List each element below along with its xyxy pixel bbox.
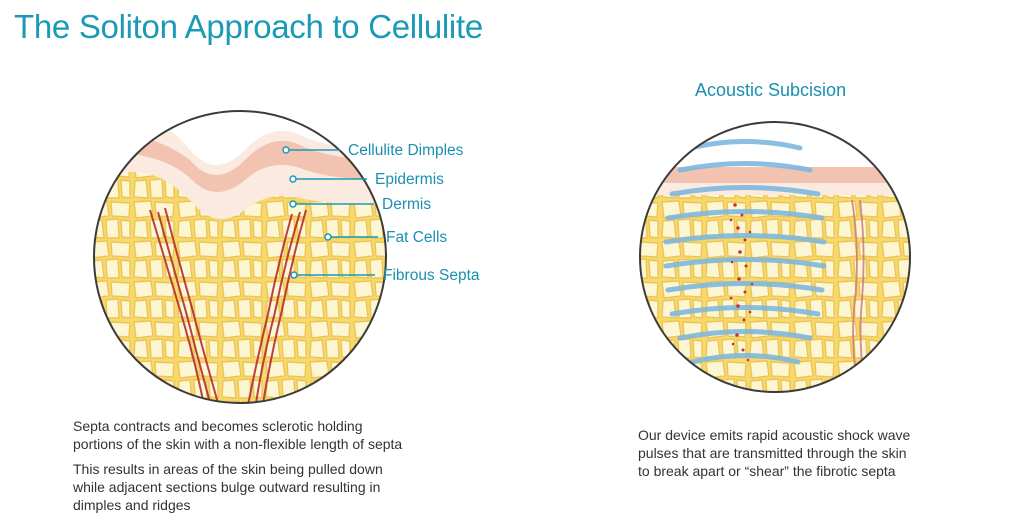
callout-lines — [286, 149, 378, 276]
left-caption-1: Septa contracts and becomes sclerotic ho… — [73, 418, 403, 452]
label-fat-cells: Fat Cells — [386, 229, 448, 246]
acoustic-waves — [663, 139, 827, 365]
callout-dots — [282, 146, 332, 279]
fibrous-septa — [149, 207, 307, 403]
label-dermis: Dermis — [382, 196, 432, 213]
left-caption-2: This results in areas of the skin being … — [73, 461, 383, 513]
epidermis-layer — [94, 131, 386, 192]
label-fibrous-septa: Fibrous Septa — [383, 267, 480, 284]
right-skin-diagram — [640, 122, 910, 392]
label-cellulite-dimples: Cellulite Dimples — [348, 142, 464, 159]
acoustic-subcision-heading: Acoustic Subcision — [695, 80, 847, 100]
label-epidermis: Epidermis — [375, 171, 444, 188]
page-title: The Soliton Approach to Cellulite — [14, 8, 483, 45]
left-skin-diagram — [94, 111, 386, 403]
right-caption: Our device emits rapid acoustic shock wa… — [638, 427, 911, 479]
sheared-septa — [729, 203, 754, 362]
treated-skin-layer — [640, 167, 910, 183]
